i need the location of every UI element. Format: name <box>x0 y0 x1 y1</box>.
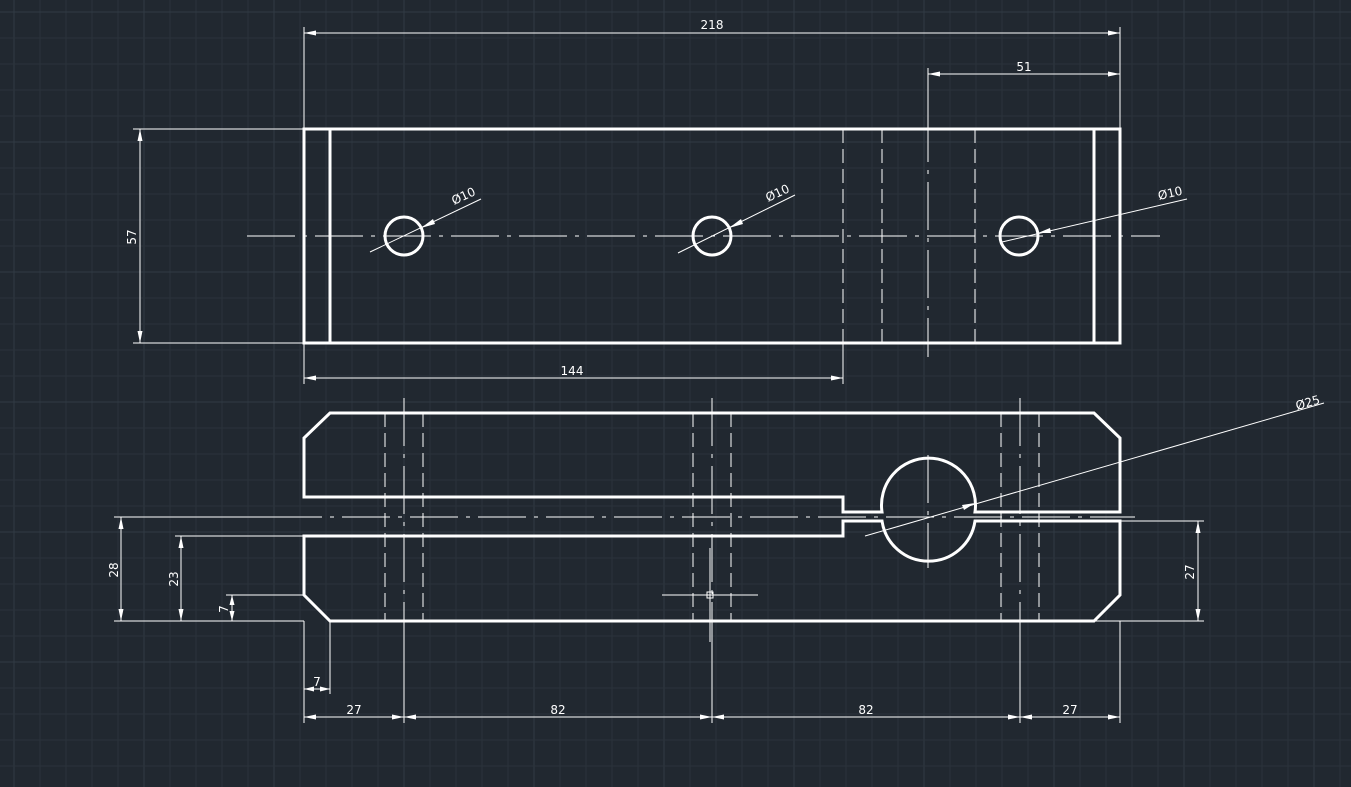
arrow-144-right <box>831 375 843 381</box>
arrow-bore <box>962 503 975 510</box>
dim-text-spacing-1[interactable]: 27 <box>346 703 361 717</box>
crosshair-cursor-icon <box>662 548 758 642</box>
arrow-s1-left <box>304 714 316 720</box>
arrow-hole-middle <box>729 219 743 228</box>
arrow-23-bottom <box>178 609 184 621</box>
dim-text-spacing-4[interactable]: 27 <box>1062 703 1077 717</box>
arrow-7v-bottom <box>229 611 235 621</box>
arrow-hole-right <box>1038 228 1051 233</box>
arrow-s3-left <box>712 714 724 720</box>
arrow-23-top <box>178 536 184 548</box>
dim-text-144[interactable]: 144 <box>561 364 584 378</box>
arrow-28-bottom <box>118 609 124 621</box>
arrow-s4-right <box>1108 714 1120 720</box>
arrow-7h-right <box>320 686 330 692</box>
arrow-27r-top <box>1195 521 1201 533</box>
dim-text-218[interactable]: 218 <box>701 18 724 32</box>
leader-hole-right[interactable] <box>1001 198 1188 243</box>
arrow-27r-bottom <box>1195 609 1201 621</box>
arrow-7h-left <box>304 686 314 692</box>
hole-left[interactable] <box>383 215 425 257</box>
arrow-hole-left <box>421 219 435 228</box>
arrow-218-left <box>304 30 316 36</box>
arrow-28-top <box>118 517 124 529</box>
cursor-pickbox <box>706 591 714 599</box>
dim-text-7v[interactable]: 7 <box>217 605 231 613</box>
arrow-s3-right <box>1008 714 1020 720</box>
front-view-lower-jaw[interactable] <box>302 519 1122 623</box>
front-view-upper-jaw[interactable] <box>302 411 1122 514</box>
dim-text-28[interactable]: 28 <box>107 562 121 577</box>
dim-text-57[interactable]: 57 <box>125 229 139 244</box>
dim-text-bore[interactable]: Ø25 <box>1294 393 1322 413</box>
dim-text-7h[interactable]: 7 <box>313 675 321 689</box>
dim-text-hole-right[interactable]: Ø10 <box>1157 184 1184 203</box>
arrow-57-top <box>137 129 143 141</box>
arrow-7v-top <box>229 595 235 605</box>
dim-text-hole-left[interactable]: Ø10 <box>449 185 477 208</box>
arrow-51-left <box>928 71 940 77</box>
arrow-s1-right <box>392 714 404 720</box>
arrow-s4-left <box>1020 714 1032 720</box>
dim-text-23[interactable]: 23 <box>167 571 181 586</box>
leader-bore[interactable] <box>864 402 1325 537</box>
front-view-dimensions: Ø25 28 23 7 27 7 <box>107 393 1325 723</box>
dim-text-spacing-3[interactable]: 82 <box>858 703 873 717</box>
dim-text-spacing-2[interactable]: 82 <box>550 703 565 717</box>
dim-text-27r[interactable]: 27 <box>1183 564 1197 579</box>
front-view <box>274 398 1135 640</box>
arrow-s2-left <box>404 714 416 720</box>
hole-middle[interactable] <box>691 215 733 257</box>
arrow-57-bottom <box>137 331 143 343</box>
arrow-s2-right <box>700 714 712 720</box>
arrow-51-right <box>1108 71 1120 77</box>
top-view <box>247 114 1160 357</box>
hole-right[interactable] <box>998 215 1040 257</box>
arrow-218-right <box>1108 30 1120 36</box>
arrow-144-left <box>304 375 316 381</box>
dim-text-51[interactable]: 51 <box>1016 60 1031 74</box>
